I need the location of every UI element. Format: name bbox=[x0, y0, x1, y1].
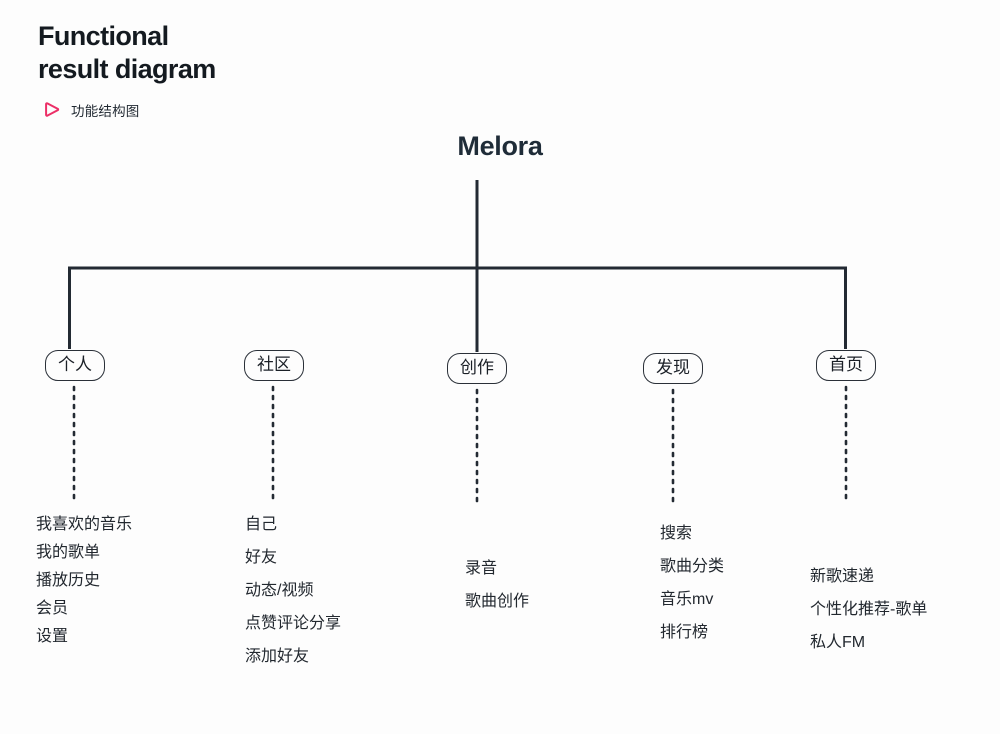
leaf-item[interactable]: 点赞评论分享 bbox=[245, 615, 342, 632]
page-title: Functional result diagram bbox=[38, 21, 216, 84]
leaf-item[interactable]: 歌曲创作 bbox=[465, 593, 530, 610]
branch-node-personal[interactable]: 个人 bbox=[45, 350, 105, 381]
subtitle-text: 功能结构图 bbox=[71, 103, 140, 119]
leaf-item[interactable]: 好友 bbox=[245, 549, 278, 566]
leaf-item[interactable]: 个性化推荐-歌单 bbox=[810, 601, 928, 618]
leaf-item[interactable]: 录音 bbox=[465, 560, 498, 577]
leaf-item[interactable]: 动态/视频 bbox=[245, 582, 314, 599]
branch-node-create[interactable]: 创作 bbox=[447, 353, 507, 384]
root-node-melora: Melora bbox=[457, 131, 543, 161]
leaf-column-community: 自己 好友 动态/视频 点赞评论分享 添加好友 bbox=[245, 508, 341, 673]
leaf-item[interactable]: 搜索 bbox=[660, 525, 693, 542]
subtitle-row: 功能结构图 bbox=[38, 100, 458, 120]
leaf-item[interactable]: 会员 bbox=[36, 600, 69, 617]
leaf-column-create: 录音 歌曲创作 bbox=[465, 552, 529, 618]
leaf-item[interactable]: 私人FM bbox=[810, 634, 866, 651]
leaf-item[interactable]: 新歌速递 bbox=[810, 568, 875, 585]
leaf-item[interactable]: 我的歌单 bbox=[36, 544, 101, 561]
leaf-item[interactable]: 音乐mv bbox=[660, 591, 714, 608]
branch-node-discover[interactable]: 发现 bbox=[643, 353, 703, 384]
play-triangle-outline-icon bbox=[45, 102, 60, 118]
header-block: Functional result diagram 功能结构图 bbox=[38, 20, 458, 120]
leaf-item[interactable]: 歌曲分类 bbox=[660, 558, 725, 575]
leaf-item[interactable]: 添加好友 bbox=[245, 648, 310, 665]
leaf-item[interactable]: 设置 bbox=[36, 628, 69, 645]
leaf-item[interactable]: 我喜欢的音乐 bbox=[36, 516, 133, 533]
leaf-column-discover: 搜索 歌曲分类 音乐mv 排行榜 bbox=[660, 517, 724, 649]
leaf-item[interactable]: 排行榜 bbox=[660, 624, 709, 641]
leaf-column-personal: 我喜欢的音乐 我的歌单 播放历史 会员 设置 bbox=[36, 511, 132, 651]
branch-node-community[interactable]: 社区 bbox=[244, 350, 304, 381]
branch-node-homepage[interactable]: 首页 bbox=[816, 350, 876, 381]
leaf-item[interactable]: 播放历史 bbox=[36, 572, 101, 589]
leaf-item[interactable]: 自己 bbox=[245, 516, 278, 533]
leaf-column-homepage: 新歌速递 个性化推荐-歌单 私人FM bbox=[810, 560, 927, 659]
